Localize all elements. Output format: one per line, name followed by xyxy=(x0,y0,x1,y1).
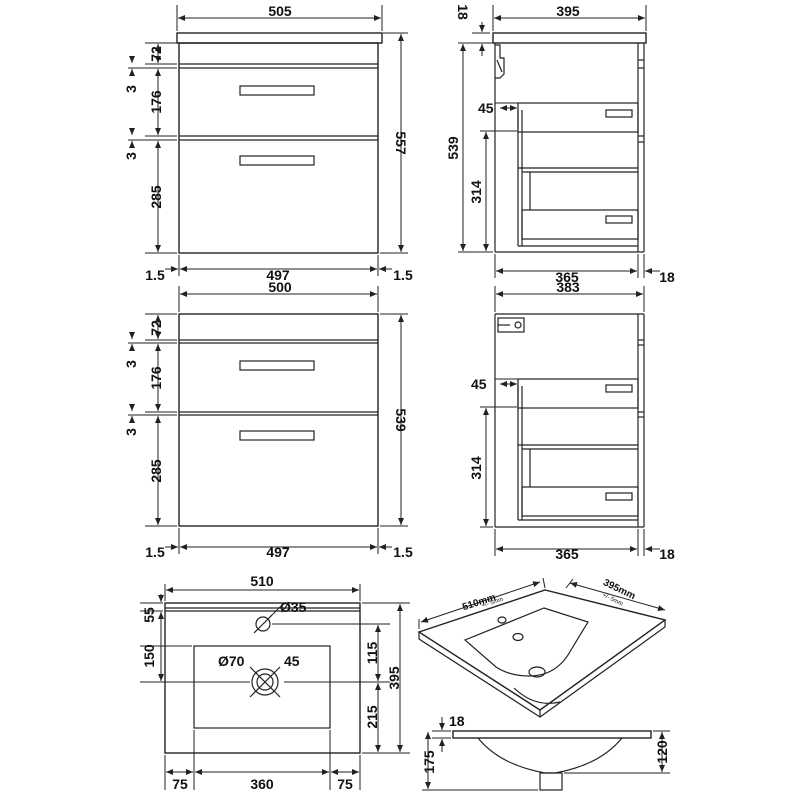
dim-side-right: 75 xyxy=(337,776,353,792)
dim-inner-width: 497 xyxy=(266,267,290,283)
wall-bracket xyxy=(495,44,505,79)
dim-side-left: 75 xyxy=(172,776,188,792)
drawer-handle xyxy=(239,85,315,96)
side-view-2: 383 45 314 365 18 xyxy=(468,279,675,562)
basin-bowl xyxy=(193,645,331,729)
basin-isometric: 510mm +/- 5mm 395mm +/- 5mm xyxy=(417,577,667,718)
dim-edge-left: 1.5 xyxy=(145,267,165,283)
carcass-2 xyxy=(178,313,379,527)
dim-rim-thickness: 18 xyxy=(449,713,465,729)
dim-total-height: 557 xyxy=(393,131,409,155)
dim-edge-left-2: 1.5 xyxy=(145,544,165,560)
tap-hole xyxy=(255,616,271,632)
dim-tap-to-waste: 115 xyxy=(364,641,380,664)
dim-gap-1: 3 xyxy=(123,85,139,93)
dim-waste-angle: 45 xyxy=(284,653,300,669)
dim-drawer-1: 176 xyxy=(148,90,164,114)
side-view-1: 395 18 539 45 314 365 18 xyxy=(445,3,675,285)
drawer-handle xyxy=(239,155,315,166)
dim-drawer-2: 285 xyxy=(148,185,164,209)
dim-basin-width: 510 xyxy=(250,573,274,589)
dim-drawer-2-2: 285 xyxy=(148,459,164,483)
dim-waste-to-front: 215 xyxy=(364,705,380,729)
drawer-box xyxy=(521,486,639,517)
waste-outlet xyxy=(251,668,279,696)
dim-ledge: 45 xyxy=(478,100,494,116)
dim-internal-height-2: 314 xyxy=(468,456,484,480)
section-bowl xyxy=(477,737,623,774)
dim-bowl-offset: 150 xyxy=(141,644,157,668)
dim-ledge-2: 45 xyxy=(471,376,487,392)
iso-top xyxy=(417,589,667,711)
dim-edge-right: 1.5 xyxy=(393,267,413,283)
dim-top-band-2: 72 xyxy=(148,320,164,336)
dim-waste-diameter: Ø70 xyxy=(218,653,245,669)
front-view-1: 505 557 72 3 176 3 285 497 1.5 1.5 xyxy=(123,3,413,283)
iso-tap-hole xyxy=(497,616,507,624)
dim-section-total: 175 xyxy=(421,750,437,774)
dim-base-back-2: 18 xyxy=(659,546,675,562)
dim-drawer-1-2: 176 xyxy=(148,366,164,390)
carcass xyxy=(178,42,379,254)
dim-width-top: 505 xyxy=(268,3,292,19)
dim-edge-right-2: 1.5 xyxy=(393,544,413,560)
dim-inner-width-2: 497 xyxy=(266,544,290,560)
dim-gap-2: 3 xyxy=(123,152,139,160)
dim-base-depth-2: 365 xyxy=(555,546,579,562)
dim-depth-top: 395 xyxy=(556,3,580,19)
dim-top-strip: 55 xyxy=(141,607,157,623)
basin-plan: 510 55 150 Ø35 Ø70 45 115 215 395 75 360… xyxy=(140,573,410,792)
dim-depth-top-2: 383 xyxy=(556,279,580,295)
dim-section-bowl: 120 xyxy=(654,740,670,764)
basin-outline xyxy=(164,602,361,754)
front-view-2: 500 539 72 3 176 3 285 497 1.5 1.5 xyxy=(123,279,413,560)
iso-waste xyxy=(528,666,546,678)
drawer-box xyxy=(521,209,639,240)
drawer-handle xyxy=(239,360,315,371)
dim-base-back: 18 xyxy=(659,269,675,285)
dim-top-band: 72 xyxy=(148,46,164,62)
dim-top-thickness: 18 xyxy=(455,4,471,20)
section-waste xyxy=(539,772,563,791)
section-rim xyxy=(452,730,652,739)
dim-bowl-width: 360 xyxy=(250,776,274,792)
basin-section: 18 175 120 xyxy=(421,713,670,791)
dim-gap-1-2: 3 xyxy=(123,360,139,368)
dim-basin-depth: 395 xyxy=(386,666,402,690)
dim-side-height: 539 xyxy=(445,136,461,160)
dim-total-height-2: 539 xyxy=(393,408,409,432)
worktop-side xyxy=(492,32,647,44)
dim-gap-2-2: 3 xyxy=(123,428,139,436)
dim-base-depth: 365 xyxy=(555,269,579,285)
dim-tap-diameter: Ø35 xyxy=(280,599,307,615)
iso-bowl xyxy=(463,607,589,677)
drawer-handle xyxy=(239,430,315,441)
worktop xyxy=(176,32,383,44)
dim-width-top-2: 500 xyxy=(268,279,292,295)
drawer-box xyxy=(517,378,639,409)
dim-internal-height: 314 xyxy=(468,180,484,204)
